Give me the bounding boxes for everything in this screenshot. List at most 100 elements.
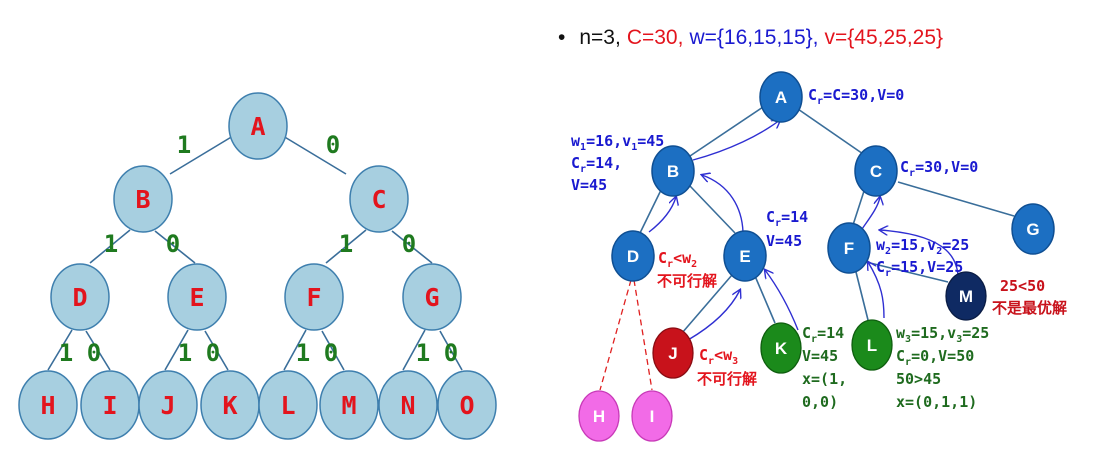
search-node-e: E bbox=[723, 230, 767, 282]
svg-text:F: F bbox=[306, 283, 321, 312]
svg-text:C: C bbox=[371, 185, 386, 214]
annotation-l-weights: w3=15,v3=25 bbox=[896, 324, 989, 345]
annotation-l-cr: Cr=0,V=50 bbox=[896, 347, 974, 368]
tree-node-a: A bbox=[228, 92, 288, 160]
svg-text:I: I bbox=[650, 407, 655, 426]
tree-node-m: M bbox=[319, 370, 379, 440]
search-node-f: F bbox=[827, 222, 871, 274]
edge-bit-b-d: 1 bbox=[104, 230, 118, 258]
tree-node-b: B bbox=[113, 165, 173, 233]
annotation-l-compare: 50>45 bbox=[896, 370, 941, 388]
tree-nodes: A B C D E F G H I J K L M N O bbox=[18, 92, 497, 440]
svg-text:K: K bbox=[775, 339, 788, 358]
search-node-h: H bbox=[578, 390, 620, 442]
annotation-j-cr: Cr<w3 bbox=[699, 346, 738, 367]
search-tree-nodes: A B C D E F G H I J K L M bbox=[578, 71, 1055, 442]
annotation-d-infeasible: 不可行解 bbox=[657, 272, 717, 290]
annotation-f-weights: w2=15,v2=25 bbox=[876, 236, 969, 257]
edge-bit-e-j: 1 bbox=[178, 339, 192, 367]
annotation-f-cr: Cr=15,V=25 bbox=[876, 258, 963, 279]
tree-node-h: H bbox=[18, 370, 78, 440]
tree-edges bbox=[47, 135, 463, 371]
tree-node-g: G bbox=[402, 263, 462, 331]
tree-node-l: L bbox=[258, 370, 318, 440]
annotation-e-cr: Cr=14 bbox=[766, 208, 808, 229]
svg-text:B: B bbox=[135, 185, 150, 214]
search-node-b: B bbox=[651, 145, 695, 197]
svg-text:G: G bbox=[1026, 220, 1039, 239]
tree-node-n: N bbox=[378, 370, 438, 440]
search-node-g: G bbox=[1011, 203, 1055, 255]
annotations: Cr=C=30,V=0 w1=16,v1=45 Cr=14, V=45 Cr=3… bbox=[571, 86, 1067, 411]
svg-text:D: D bbox=[72, 283, 87, 312]
annotation-d-cr: Cr<w2 bbox=[658, 249, 697, 270]
annotation-k-x2: 0,0) bbox=[802, 393, 838, 411]
annotation-c: Cr=30,V=0 bbox=[900, 158, 978, 179]
svg-text:H: H bbox=[593, 407, 605, 426]
edge-bit-e-k: 0 bbox=[206, 339, 220, 367]
annotation-b-cr: Cr=14, bbox=[571, 154, 622, 175]
annotation-e-v: V=45 bbox=[766, 232, 802, 250]
binary-tree-diagram: 1 0 1 0 1 0 1 0 1 0 1 0 1 0 A B C D E F … bbox=[18, 92, 497, 440]
edge-bit-labels: 1 0 1 0 1 0 1 0 1 0 1 0 1 0 bbox=[59, 131, 458, 367]
tree-node-c: C bbox=[349, 165, 409, 233]
tree-node-e: E bbox=[167, 263, 227, 331]
svg-text:H: H bbox=[40, 391, 55, 420]
tree-node-f: F bbox=[284, 263, 344, 331]
annotation-a: Cr=C=30,V=0 bbox=[808, 86, 904, 107]
search-node-c: C bbox=[854, 145, 898, 197]
search-node-j: J bbox=[652, 327, 694, 379]
search-node-i: I bbox=[631, 390, 673, 442]
edge-bit-b-e: 0 bbox=[166, 230, 180, 258]
annotation-k-v: V=45 bbox=[802, 347, 838, 365]
edge-bit-c-f: 1 bbox=[339, 230, 353, 258]
edge-bit-a-c: 0 bbox=[326, 131, 340, 159]
edge-bit-g-o: 0 bbox=[444, 339, 458, 367]
annotation-m-not-optimal: 不是最优解 bbox=[992, 299, 1067, 317]
search-node-a: A bbox=[759, 71, 803, 123]
edge-bit-f-m: 0 bbox=[324, 339, 338, 367]
pruned-edges bbox=[599, 279, 653, 391]
svg-text:E: E bbox=[189, 283, 204, 312]
search-node-k: K bbox=[760, 322, 802, 374]
search-tree-edges bbox=[639, 106, 1015, 334]
svg-text:I: I bbox=[102, 391, 117, 420]
annotation-m-compare: 25<50 bbox=[1000, 277, 1045, 295]
tree-node-o: O bbox=[437, 370, 497, 440]
svg-text:K: K bbox=[222, 391, 237, 420]
search-node-d: D bbox=[611, 230, 655, 282]
svg-text:J: J bbox=[160, 391, 175, 420]
svg-text:M: M bbox=[341, 391, 356, 420]
svg-text:A: A bbox=[250, 112, 265, 141]
annotation-k-x1: x=(1, bbox=[802, 370, 847, 388]
svg-text:A: A bbox=[775, 88, 787, 107]
problem-header: •n=3,C=30,w={16,15,15},v={45,25,25} bbox=[558, 26, 943, 49]
edge-bit-d-i: 0 bbox=[87, 339, 101, 367]
annotation-l-x: x=(0,1,1) bbox=[896, 393, 977, 411]
svg-text:L: L bbox=[867, 336, 877, 355]
tree-node-d: D bbox=[50, 263, 110, 331]
edge-bit-a-b: 1 bbox=[177, 131, 191, 159]
svg-text:O: O bbox=[459, 391, 474, 420]
annotation-k-cr: Cr=14 bbox=[802, 324, 844, 345]
annotation-b-v: V=45 bbox=[571, 176, 607, 194]
svg-text:B: B bbox=[667, 162, 679, 181]
edge-bit-g-n: 1 bbox=[416, 339, 430, 367]
search-node-m: M bbox=[945, 271, 987, 321]
svg-text:J: J bbox=[668, 344, 677, 363]
svg-text:N: N bbox=[400, 391, 415, 420]
svg-text:G: G bbox=[424, 283, 439, 312]
svg-text:F: F bbox=[844, 239, 854, 258]
svg-text:M: M bbox=[959, 287, 973, 306]
search-node-l: L bbox=[851, 319, 893, 371]
svg-text:C: C bbox=[870, 162, 882, 181]
tree-node-j: J bbox=[138, 370, 198, 440]
annotation-b-weights: w1=16,v1=45 bbox=[571, 132, 664, 153]
svg-text:L: L bbox=[280, 391, 295, 420]
edge-bit-c-g: 0 bbox=[402, 230, 416, 258]
edge-bit-f-l: 1 bbox=[296, 339, 310, 367]
svg-text:E: E bbox=[739, 247, 750, 266]
tree-node-k: K bbox=[200, 370, 260, 440]
svg-text:D: D bbox=[627, 247, 639, 266]
